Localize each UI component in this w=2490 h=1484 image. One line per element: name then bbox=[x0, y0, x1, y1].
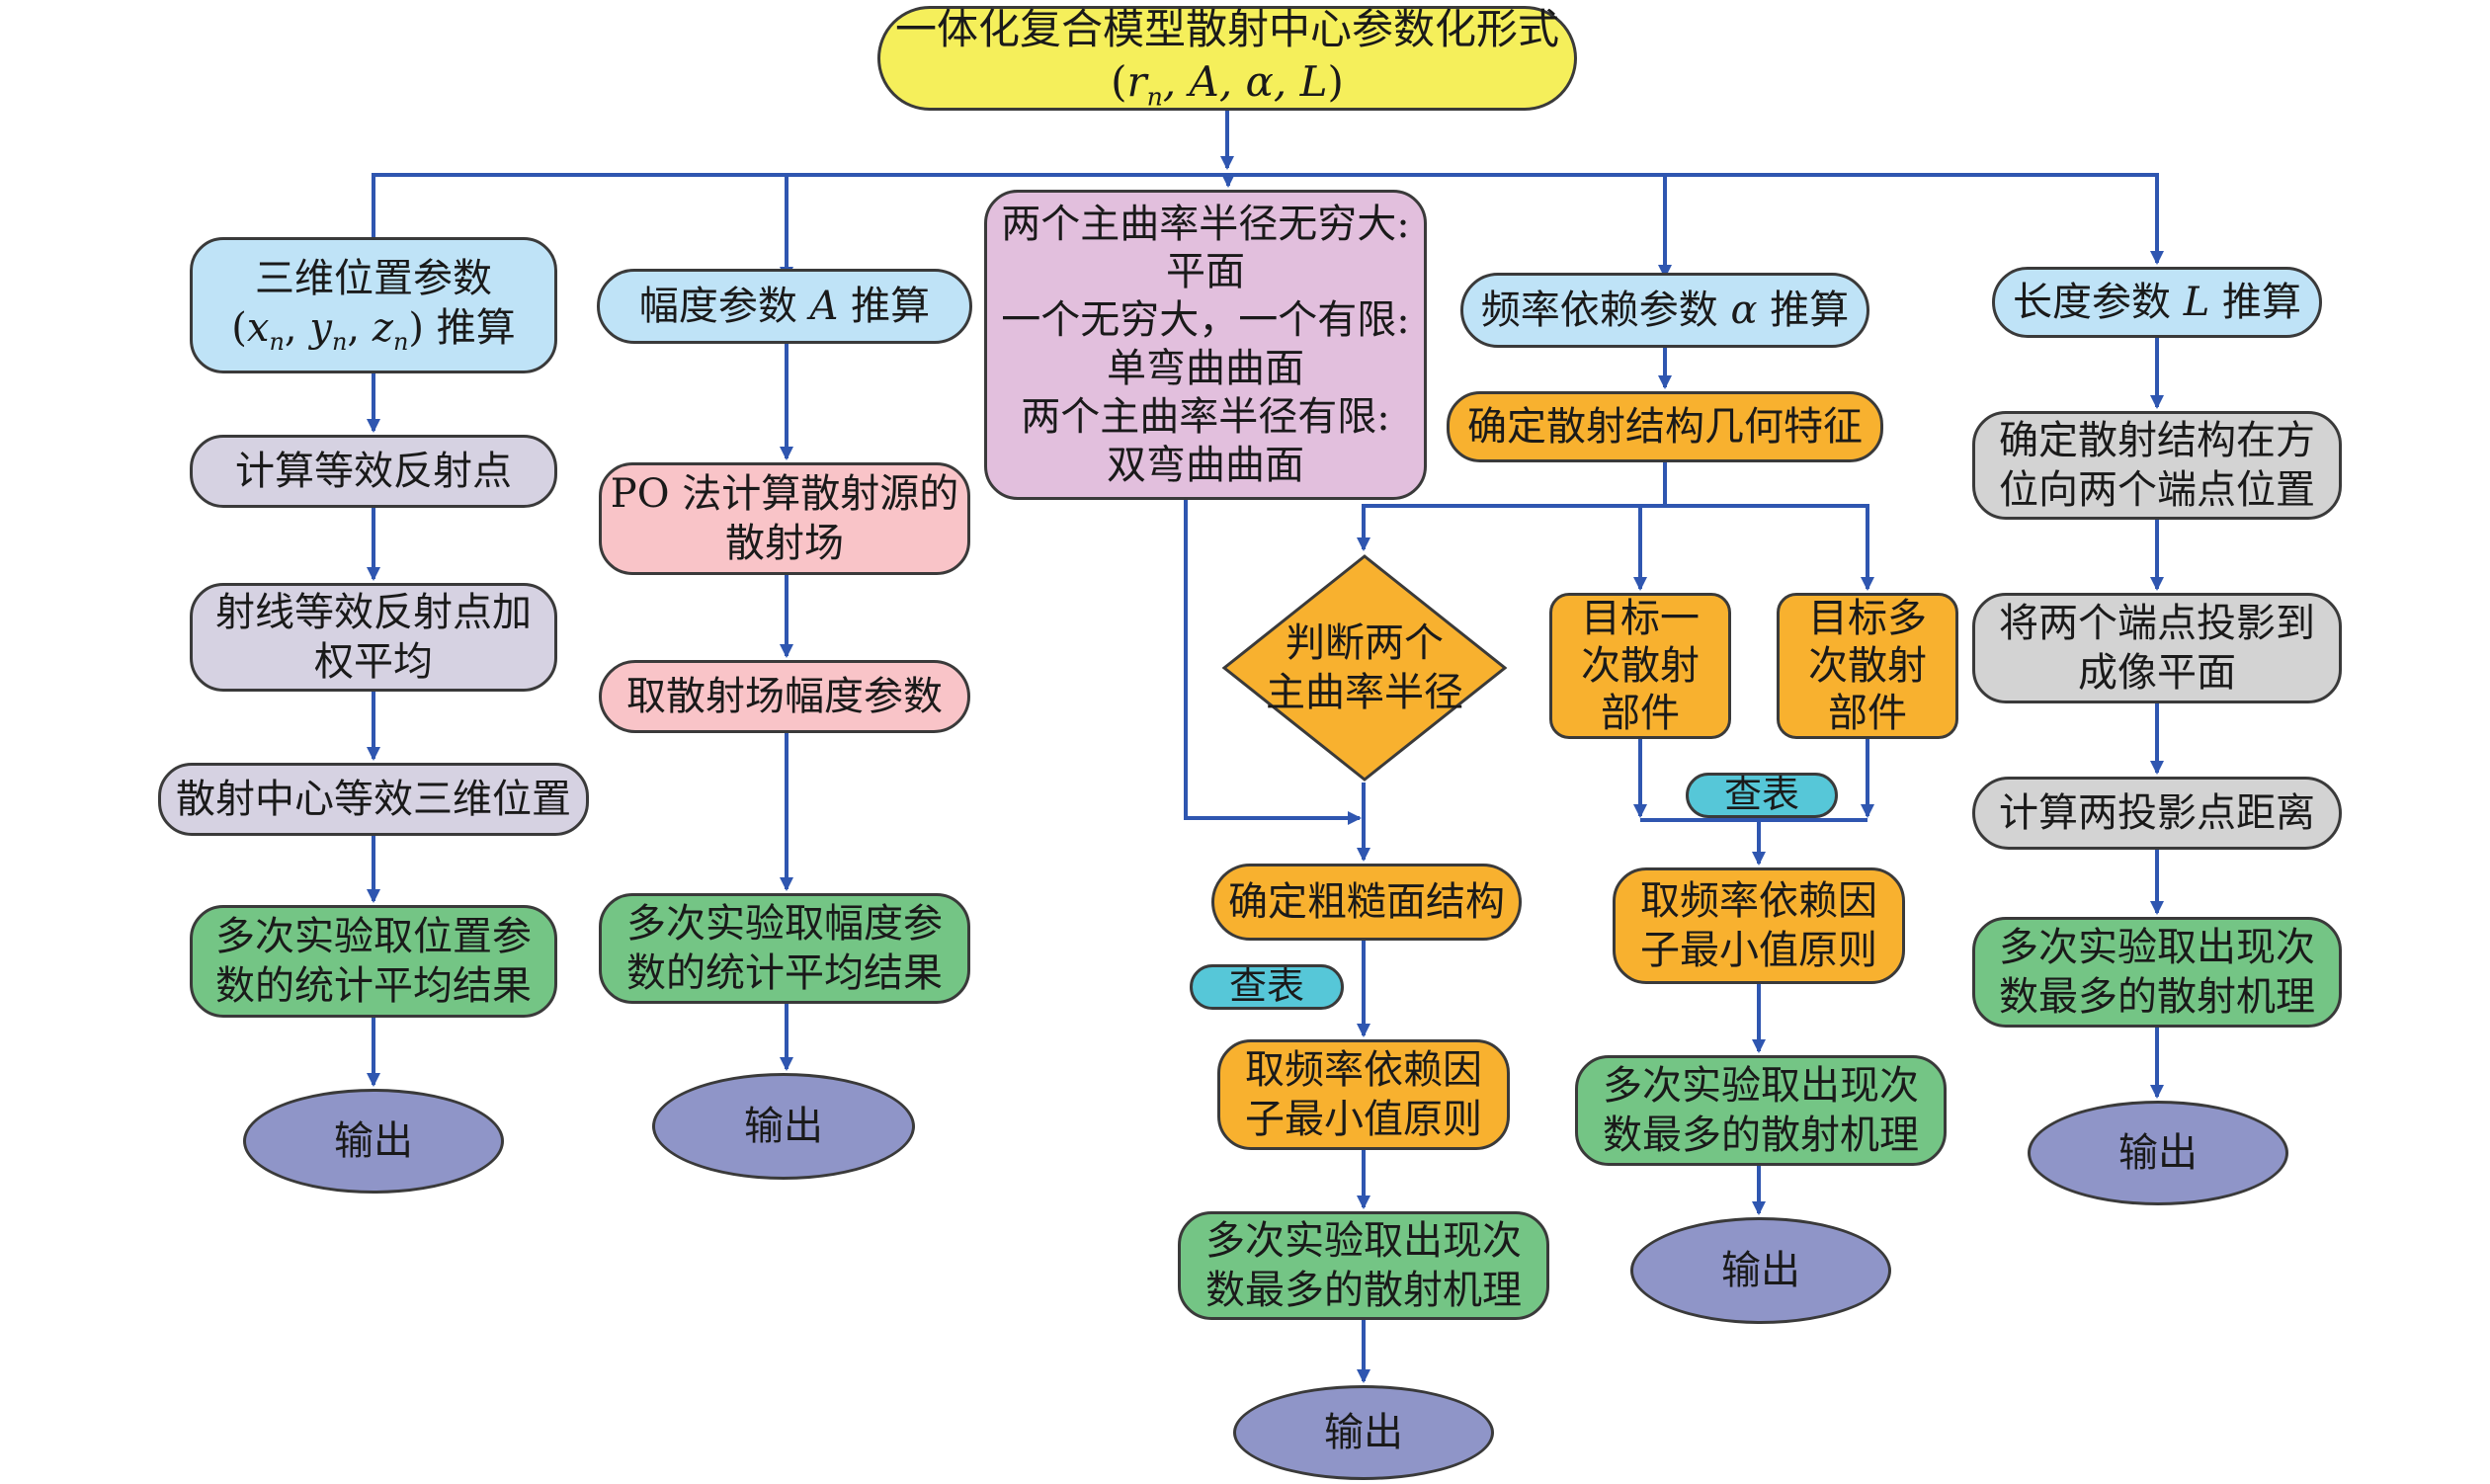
position-param-line1: 三维位置参数 bbox=[255, 256, 492, 301]
projection-line2: 成像平面 bbox=[2078, 650, 2236, 696]
geometry-feature-node: 确定散射结构几何特征 bbox=[1447, 391, 1883, 462]
weighted-average-node: 射线等效反射点加 权平均 bbox=[190, 583, 557, 692]
curvature-case-1-type: 平面 bbox=[1166, 249, 1245, 295]
po-method-line2: 散射场 bbox=[725, 521, 844, 566]
position-param-line2: (xn, yn, zn) 推算 bbox=[231, 305, 516, 356]
endpoint-position-line1: 确定散射结构在方 bbox=[1999, 418, 2315, 463]
freq-factor-2-line2: 子最小值原则 bbox=[1640, 928, 1877, 973]
position-result-line2: 数的统计平均结果 bbox=[215, 963, 532, 1009]
decision-line1: 判断两个 bbox=[1286, 620, 1444, 666]
output-node-3: 输出 bbox=[1233, 1385, 1494, 1480]
amplitude-extract-node: 取散射场幅度参数 bbox=[599, 660, 970, 733]
frequency-param-node: 频率依赖参数 α 推算 bbox=[1460, 273, 1869, 348]
single-scatter-node: 目标一 次散射 部件 bbox=[1549, 593, 1731, 739]
curvature-case-2: 一个无穷大，一个有限: bbox=[1001, 297, 1410, 344]
amplitude-result-line1: 多次实验取幅度参 bbox=[626, 901, 943, 947]
freq-factor-node-1: 取频率依赖因 子最小值原则 bbox=[1217, 1039, 1510, 1150]
curvature-case-1: 两个主曲率半径无穷大: bbox=[1001, 201, 1410, 247]
title-params: (rn, A, α, L) bbox=[1111, 56, 1344, 112]
freq-factor-1-line1: 取频率依赖因 bbox=[1245, 1047, 1482, 1093]
lookup-label-2: 查表 bbox=[1723, 773, 1799, 817]
mechanism-result-node-2: 多次实验取出现次 数最多的散射机理 bbox=[1575, 1055, 1947, 1166]
projection-line1: 将两个端点投影到 bbox=[1999, 601, 2315, 646]
arrow-c4-to-multi bbox=[1665, 504, 1874, 591]
position-result-line1: 多次实验取位置参 bbox=[215, 914, 532, 959]
title-line1: 一体化复合模型散射中心参数化形式 bbox=[894, 5, 1559, 54]
single-scatter-line3: 部件 bbox=[1601, 691, 1680, 736]
projection-node: 将两个端点投影到 成像平面 bbox=[1972, 593, 2342, 703]
output-node-4: 输出 bbox=[1630, 1217, 1891, 1324]
output-label-4: 输出 bbox=[1721, 1248, 1800, 1293]
lookup-table-tag-1: 查表 bbox=[1190, 964, 1344, 1010]
curvature-case-2-type: 单弯曲曲面 bbox=[1107, 346, 1304, 391]
arrow-c4-to-decision bbox=[1357, 504, 1665, 551]
mechanism-result-3-line2: 数最多的散射机理 bbox=[1999, 974, 2315, 1020]
bus-line-outer bbox=[372, 173, 2164, 265]
amplitude-param-label: 幅度参数 A 推算 bbox=[638, 284, 931, 329]
curvature-case-3-type: 双弯曲曲面 bbox=[1107, 442, 1304, 488]
title-node: 一体化复合模型散射中心参数化形式 (rn, A, α, L) bbox=[877, 5, 1577, 112]
output-label-5: 输出 bbox=[2118, 1130, 2198, 1176]
weighted-average-line2: 权平均 bbox=[314, 639, 433, 685]
multi-scatter-line1: 目标多 bbox=[1808, 596, 1927, 641]
lookup-table-tag-2: 查表 bbox=[1686, 773, 1838, 818]
mechanism-result-node-1: 多次实验取出现次 数最多的散射机理 bbox=[1178, 1211, 1549, 1320]
multi-scatter-node: 目标多 次散射 部件 bbox=[1777, 593, 1958, 739]
mechanism-result-2-line2: 数最多的散射机理 bbox=[1603, 1113, 1919, 1158]
decision-text: 判断两个 主曲率半径 bbox=[1221, 553, 1508, 783]
curvature-case-3: 两个主曲率半径有限: bbox=[1021, 393, 1390, 440]
single-scatter-line2: 次散射 bbox=[1581, 643, 1700, 689]
curvature-decision-node: 判断两个 主曲率半径 bbox=[1221, 553, 1508, 783]
output-label-2: 输出 bbox=[744, 1104, 823, 1149]
po-method-node: PO 法计算散射源的 散射场 bbox=[599, 462, 970, 575]
geometry-feature-label: 确定散射结构几何特征 bbox=[1467, 404, 1863, 450]
curvature-cases-node: 两个主曲率半径无穷大: 平面 一个无穷大，一个有限: 单弯曲曲面 两个主曲率半径… bbox=[984, 190, 1427, 500]
rough-surface-label: 确定粗糙面结构 bbox=[1228, 879, 1505, 925]
equivalent-3d-position-label: 散射中心等效三维位置 bbox=[176, 777, 571, 822]
output-node-2: 输出 bbox=[652, 1073, 915, 1180]
output-label-1: 输出 bbox=[334, 1118, 413, 1164]
arrow-c3-header-to-surface bbox=[1184, 500, 1362, 825]
decision-diamond-shape bbox=[1221, 554, 1508, 782]
equivalent-3d-position-node: 散射中心等效三维位置 bbox=[158, 763, 589, 836]
rough-surface-node: 确定粗糙面结构 bbox=[1211, 864, 1522, 941]
endpoint-position-line2: 位向两个端点位置 bbox=[1999, 467, 2315, 513]
length-param-label: 长度参数 L 推算 bbox=[2013, 280, 2301, 325]
output-node-1: 输出 bbox=[243, 1089, 504, 1194]
multi-scatter-line3: 部件 bbox=[1828, 691, 1907, 736]
weighted-average-line1: 射线等效反射点加 bbox=[215, 590, 532, 635]
distance-node: 计算两投影点距离 bbox=[1972, 777, 2342, 850]
length-param-node: 长度参数 L 推算 bbox=[1992, 267, 2322, 338]
amplitude-extract-label: 取散射场幅度参数 bbox=[626, 674, 943, 719]
single-scatter-line1: 目标一 bbox=[1581, 596, 1700, 641]
amplitude-result-line2: 数的统计平均结果 bbox=[626, 950, 943, 996]
mechanism-result-1-line1: 多次实验取出现次 bbox=[1205, 1218, 1522, 1264]
po-method-line1: PO 法计算散射源的 bbox=[610, 471, 959, 517]
frequency-param-label: 频率依赖参数 α 推算 bbox=[1480, 288, 1850, 333]
position-result-node: 多次实验取位置参 数的统计平均结果 bbox=[190, 905, 557, 1018]
mechanism-result-node-3: 多次实验取出现次 数最多的散射机理 bbox=[1972, 917, 2342, 1028]
equivalent-reflection-node: 计算等效反射点 bbox=[190, 435, 557, 508]
position-param-node: 三维位置参数 (xn, yn, zn) 推算 bbox=[190, 237, 557, 373]
mechanism-result-1-line2: 数最多的散射机理 bbox=[1205, 1268, 1522, 1313]
freq-factor-2-line1: 取频率依赖因 bbox=[1640, 878, 1877, 924]
amplitude-param-node: 幅度参数 A 推算 bbox=[597, 269, 972, 344]
freq-factor-node-2: 取频率依赖因 子最小值原则 bbox=[1613, 867, 1905, 984]
freq-factor-1-line2: 子最小值原则 bbox=[1245, 1097, 1482, 1142]
lookup-label-1: 查表 bbox=[1228, 964, 1304, 1009]
output-label-3: 输出 bbox=[1324, 1410, 1403, 1455]
amplitude-result-node: 多次实验取幅度参 数的统计平均结果 bbox=[599, 893, 970, 1004]
endpoint-position-node: 确定散射结构在方 位向两个端点位置 bbox=[1972, 411, 2342, 520]
mechanism-result-2-line1: 多次实验取出现次 bbox=[1603, 1063, 1919, 1109]
output-node-5: 输出 bbox=[2028, 1101, 2288, 1205]
distance-label: 计算两投影点距离 bbox=[1999, 790, 2315, 836]
equivalent-reflection-label: 计算等效反射点 bbox=[235, 449, 512, 494]
mechanism-result-3-line1: 多次实验取出现次 bbox=[1999, 925, 2315, 970]
multi-scatter-line2: 次散射 bbox=[1808, 643, 1927, 689]
decision-line2: 主曲率半径 bbox=[1266, 670, 1463, 715]
